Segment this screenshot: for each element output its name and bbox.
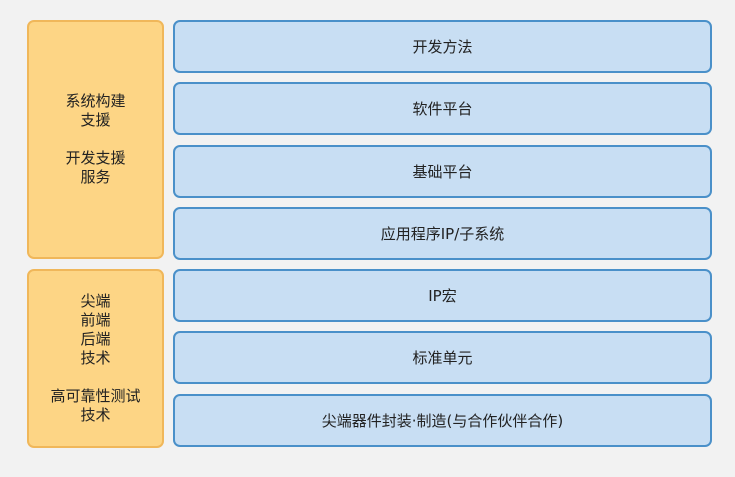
row-advanced-device-packaging: 尖端器件封装·制造(与合作伙伴合作) bbox=[173, 394, 712, 447]
row-development-method: 开发方法 bbox=[173, 20, 712, 73]
row-standard-cell: 标准单元 bbox=[173, 331, 712, 384]
left-top-line-3: 开发支援 bbox=[65, 149, 126, 167]
row-software-platform: 软件平台 bbox=[173, 82, 712, 135]
left-bottom-line-1: 尖端 bbox=[80, 292, 111, 310]
left-group-technology: 尖端 前端 后端 技术 高可靠性测试 技术 bbox=[27, 269, 164, 448]
left-bottom-line-4: 技术 bbox=[80, 349, 111, 367]
left-group-system-support: 系统构建 支援 开发支援 服务 bbox=[27, 20, 164, 259]
left-bottom-line-2: 前端 bbox=[80, 311, 111, 329]
left-top-line-1: 系统构建 bbox=[65, 92, 126, 110]
left-bottom-line-3: 后端 bbox=[80, 330, 111, 348]
row-application-ip-subsystem: 应用程序IP/子系统 bbox=[173, 207, 712, 260]
row-base-platform: 基础平台 bbox=[173, 145, 712, 198]
left-bottom-line-6: 技术 bbox=[80, 406, 111, 424]
left-top-line-4: 服务 bbox=[80, 168, 111, 186]
left-bottom-line-5: 高可靠性测试 bbox=[50, 387, 141, 405]
left-top-line-2: 支援 bbox=[80, 111, 111, 129]
row-ip-macro: IP宏 bbox=[173, 269, 712, 322]
